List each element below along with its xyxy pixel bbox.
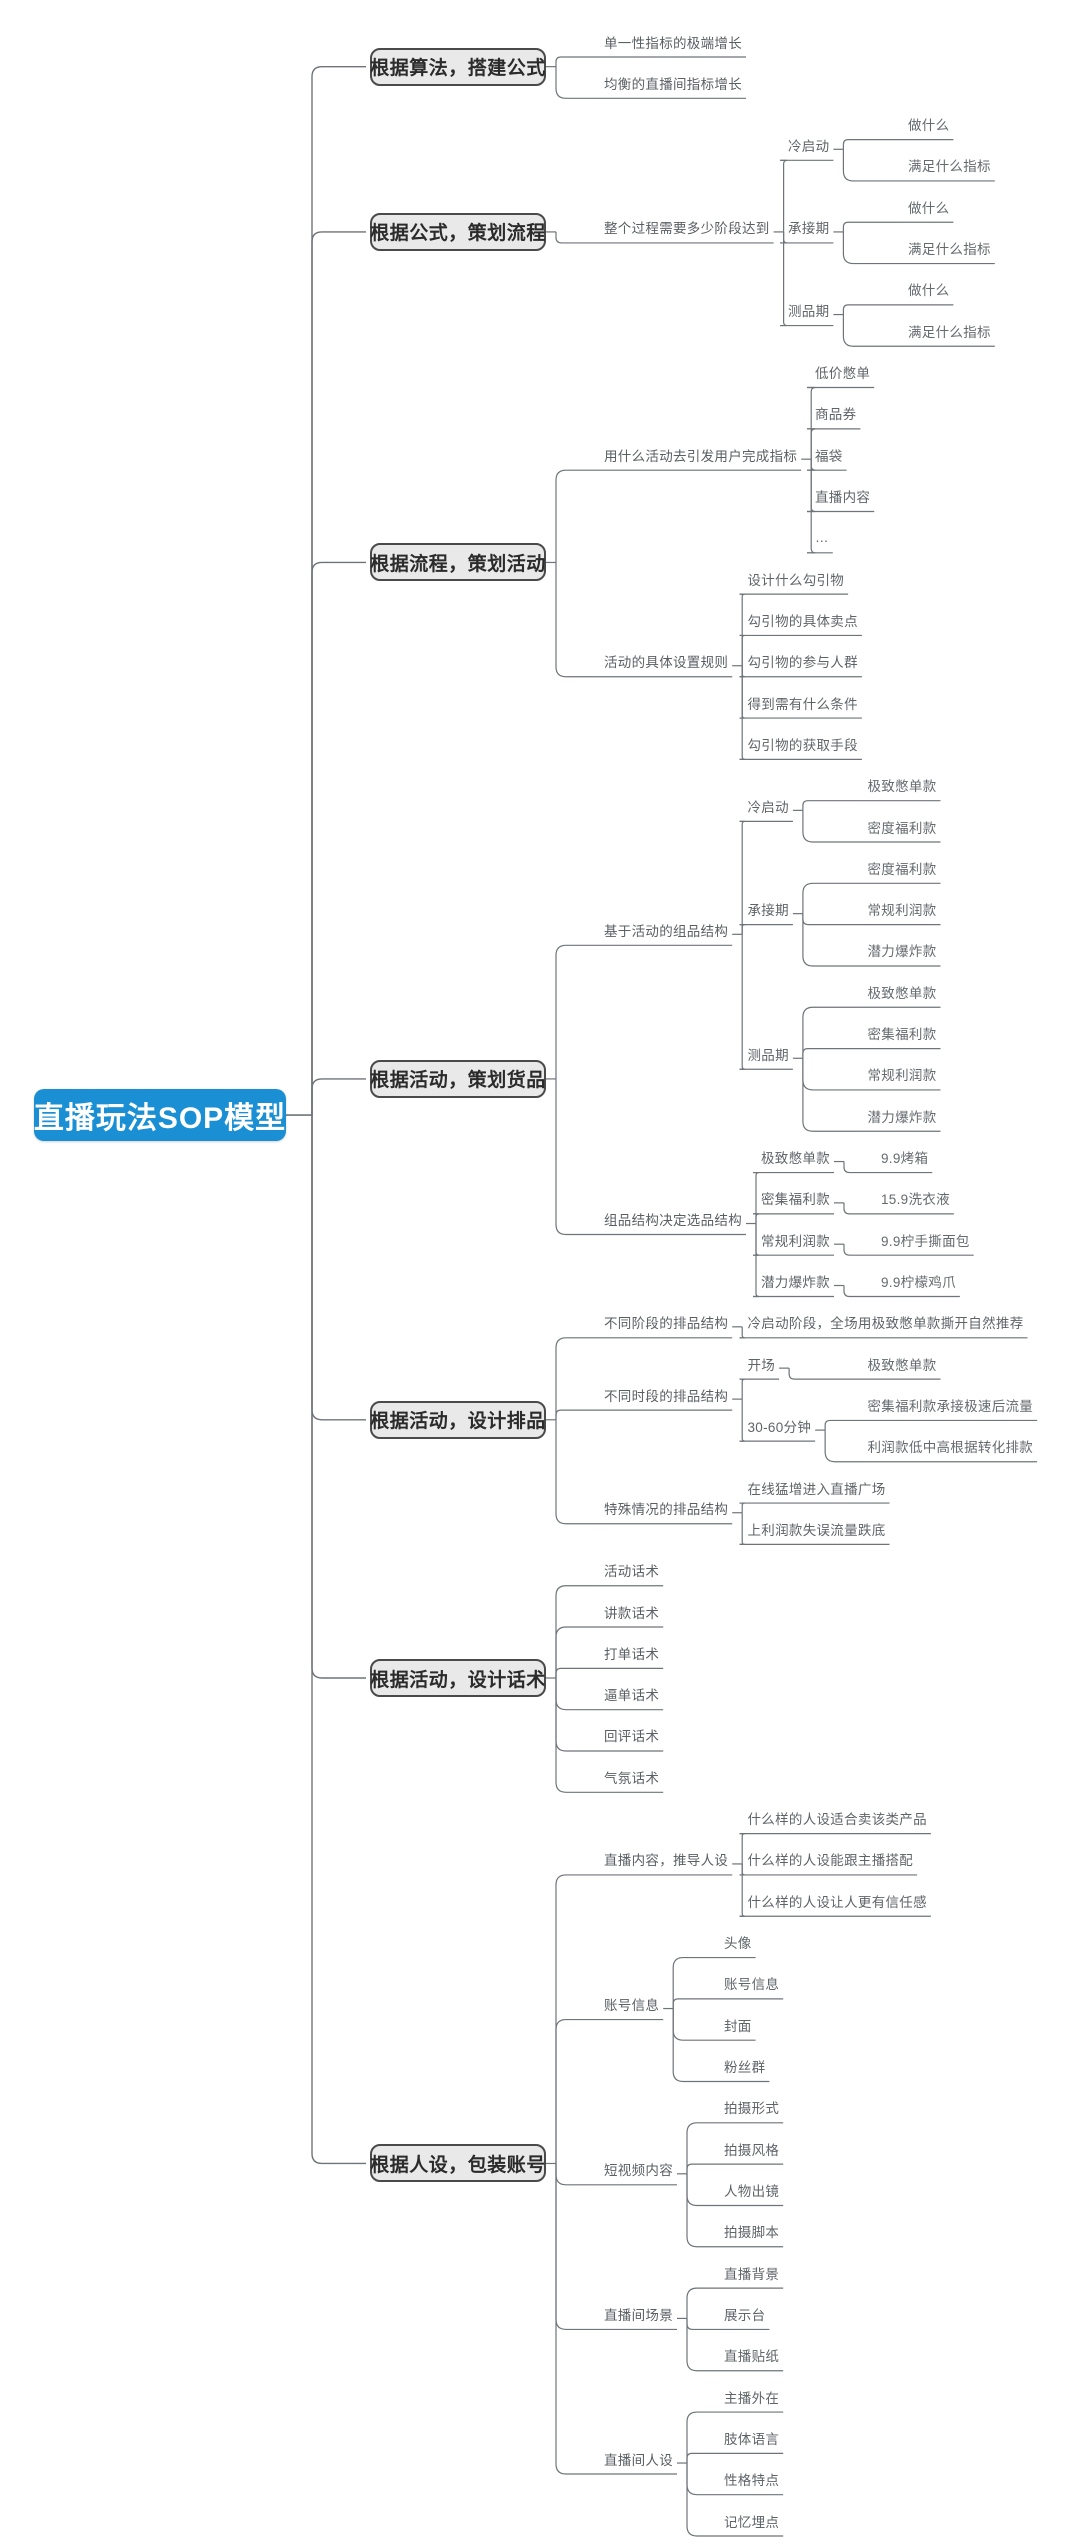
mindmap-leaf-node[interactable]: 开场 bbox=[747, 1357, 776, 1373]
mindmap-leaf-node[interactable]: 30-60分钟 bbox=[747, 1419, 812, 1435]
mindmap-root-node[interactable]: 直播玩法SOP模型 bbox=[34, 1089, 286, 1142]
mindmap-leaf-node[interactable]: 组品结构决定选品结构 bbox=[604, 1213, 742, 1229]
mindmap-leaf-node[interactable]: 冷启动 bbox=[788, 138, 830, 154]
mindmap-leaf-node[interactable]: 在线猛增进入直播广场 bbox=[747, 1481, 886, 1497]
mindmap-leaf-node[interactable]: 低价憋单 bbox=[815, 366, 871, 382]
mindmap-leaf-node[interactable]: 9.9烤箱 bbox=[881, 1151, 929, 1167]
mindmap-leaf-node[interactable]: 均衡的直播间指标增长 bbox=[604, 76, 742, 92]
mindmap-leaf-node[interactable]: 密集福利款承接极速后流量 bbox=[867, 1398, 1034, 1414]
mindmap-leaf-node[interactable]: 得到需有什么条件 bbox=[747, 696, 858, 712]
mindmap-leaf-node[interactable]: 拍摄风格 bbox=[724, 2142, 780, 2158]
mindmap-leaf-node[interactable]: 头像 bbox=[724, 1936, 752, 1952]
mindmap-leaf-node[interactable]: 测品期 bbox=[747, 1047, 789, 1063]
mindmap-leaf-node[interactable]: 账号信息 bbox=[724, 1977, 780, 1993]
mindmap-leaf-node[interactable]: 做什么 bbox=[908, 200, 950, 216]
mindmap-branch-node[interactable]: 根据算法，搭建公式 bbox=[370, 47, 546, 86]
mindmap-leaf-node[interactable]: 密集福利款 bbox=[761, 1192, 830, 1208]
mindmap-leaf-node[interactable]: 拍摄形式 bbox=[724, 2101, 780, 2117]
mindmap-branch-node[interactable]: 根据流程，策划活动 bbox=[370, 543, 546, 582]
mindmap-leaf-node[interactable]: 勾引物的具体卖点 bbox=[747, 613, 858, 629]
mindmap-leaf-node[interactable]: 满足什么指标 bbox=[908, 159, 991, 175]
mindmap-leaf-node[interactable]: 记忆埋点 bbox=[724, 2514, 780, 2530]
mindmap-leaf-node[interactable]: 展示台 bbox=[724, 2307, 766, 2323]
mindmap-leaf-node[interactable]: … bbox=[815, 529, 829, 545]
mindmap-leaf-node[interactable]: 什么样的人设让人更有信任感 bbox=[747, 1894, 927, 1910]
mindmap-leaf-node[interactable]: 气氛话术 bbox=[604, 1770, 660, 1786]
mindmap-leaf-node[interactable]: 肢体语言 bbox=[724, 2431, 780, 2447]
mindmap-leaf-node[interactable]: 承接期 bbox=[747, 903, 789, 919]
mindmap-leaf-node[interactable]: 人物出镜 bbox=[724, 2183, 780, 2199]
mindmap-leaf-node[interactable]: 整个过程需要多少阶段达到 bbox=[604, 221, 770, 237]
mindmap-leaf-node[interactable]: 直播间场景 bbox=[604, 2307, 673, 2323]
mindmap-leaf-node[interactable]: 直播内容，推导人设 bbox=[604, 1853, 729, 1869]
mindmap-leaf-node[interactable]: 9.9柠檬鸡爪 bbox=[881, 1275, 956, 1290]
mindmap-leaf-node[interactable]: 商品券 bbox=[815, 407, 857, 423]
mindmap-leaf-node[interactable]: 密度福利款 bbox=[867, 861, 937, 877]
mindmap-leaf-node[interactable]: 单一性指标的极端增长 bbox=[604, 35, 742, 51]
mindmap-leaf-node[interactable]: 极致憋单款 bbox=[867, 779, 937, 795]
mindmap-leaf-node[interactable]: 粉丝群 bbox=[724, 2060, 766, 2076]
mindmap-leaf-node[interactable]: 直播间人设 bbox=[604, 2452, 673, 2468]
mindmap-leaf-node[interactable]: 不同时段的排品结构 bbox=[604, 1388, 729, 1404]
mindmap-leaf-node[interactable]: 性格特点 bbox=[724, 2473, 780, 2489]
mindmap-leaf-node[interactable]: 常规利润款 bbox=[761, 1233, 830, 1249]
mindmap-leaf-node[interactable]: 潜力爆炸款 bbox=[867, 1109, 937, 1125]
mindmap-leaf-node[interactable]: 账号信息 bbox=[604, 1998, 660, 2014]
mindmap-leaf-node[interactable]: 极致憋单款 bbox=[867, 1357, 937, 1373]
mindmap-leaf-node[interactable]: 勾引物的参与人群 bbox=[747, 655, 858, 671]
mindmap-branch-node[interactable]: 根据人设，包装账号 bbox=[370, 2144, 546, 2183]
mindmap-leaf-node[interactable]: 做什么 bbox=[908, 283, 950, 299]
mindmap-leaf-node[interactable]: 基于活动的组品结构 bbox=[604, 923, 729, 939]
mindmap-leaf-node[interactable]: 满足什么指标 bbox=[908, 324, 991, 340]
mindmap-leaf-node[interactable]: 短视频内容 bbox=[604, 2163, 673, 2179]
mindmap-branch-node[interactable]: 根据活动，设计话术 bbox=[370, 1659, 546, 1697]
mindmap-branch-node[interactable]: 根据活动，设计排品 bbox=[370, 1400, 546, 1439]
mindmap-leaf-node[interactable]: 活动话术 bbox=[604, 1564, 660, 1580]
mindmap-leaf-node[interactable]: 直播背景 bbox=[724, 2266, 780, 2282]
mindmap-leaf-node[interactable]: 特殊情况的排品结构 bbox=[604, 1502, 729, 1518]
mindmap-leaf-node[interactable]: 15.9洗衣液 bbox=[881, 1192, 950, 1208]
mindmap-leaf-node[interactable]: 勾引物的获取手段 bbox=[747, 737, 858, 753]
mindmap-leaf-node[interactable]: 讲款话术 bbox=[604, 1605, 660, 1621]
mindmap-leaf-node[interactable]: 什么样的人设能跟主播搭配 bbox=[747, 1853, 914, 1869]
mindmap-leaf-node[interactable]: 密度福利款 bbox=[867, 820, 937, 836]
mindmap-leaf-node[interactable]: 常规利润款 bbox=[867, 903, 937, 919]
mindmap-leaf-node[interactable]: 做什么 bbox=[908, 118, 950, 134]
mindmap-leaf-node[interactable]: 设计什么勾引物 bbox=[747, 572, 845, 588]
mindmap-leaf-node[interactable]: 测品期 bbox=[788, 304, 830, 320]
mindmap-leaf-node[interactable]: 用什么活动去引发用户完成指标 bbox=[604, 448, 798, 464]
mindmap-leaf-node[interactable]: 福袋 bbox=[815, 448, 843, 464]
mindmap-leaf-node[interactable]: 逼单话术 bbox=[604, 1688, 660, 1704]
mindmap-leaf-node[interactable]: 直播贴纸 bbox=[724, 2349, 780, 2365]
mindmap-leaf-node[interactable]: 密集福利款 bbox=[867, 1027, 937, 1043]
mindmap-leaf-node[interactable]: 活动的具体设置规则 bbox=[604, 655, 729, 671]
mindmap-leaf-node[interactable]: 潜力爆炸款 bbox=[867, 944, 937, 960]
mindmap-leaf-node[interactable]: 9.9柠手撕面包 bbox=[881, 1233, 970, 1249]
mindmap-leaf-node[interactable]: 拍摄脚本 bbox=[724, 2225, 780, 2241]
mindmap-leaf-node[interactable]: 冷启动 bbox=[747, 799, 789, 815]
mindmap-leaf-node[interactable]: 利润款低中高根据转化排款 bbox=[867, 1440, 1034, 1456]
mindmap-leaf-node[interactable]: 常规利润款 bbox=[867, 1068, 937, 1084]
mindmap-leaf-node[interactable]: 极致憋单款 bbox=[761, 1151, 830, 1167]
mindmap-leaf-node[interactable]: 直播内容 bbox=[815, 489, 871, 505]
mindmap-leaf-node[interactable]: 极致憋单款 bbox=[867, 985, 937, 1001]
mindmap-leaf-node[interactable]: 打单话术 bbox=[604, 1646, 660, 1662]
mindmap-leaf-node[interactable]: 封面 bbox=[724, 2018, 752, 2034]
mindmap-leaf-node[interactable]: 回评话术 bbox=[604, 1729, 660, 1745]
mindmap-leaf-node[interactable]: 承接期 bbox=[788, 221, 830, 237]
mindmap-leaf-node[interactable]: 冷启动阶段，全场用极致憋单款撕开自然推荐 bbox=[747, 1316, 1024, 1332]
mindmap-branch-node[interactable]: 根据公式，策划流程 bbox=[370, 212, 546, 251]
mindmap-leaf-node[interactable]: 上利润款失误流量跌底 bbox=[747, 1522, 886, 1538]
mindmap-branch-node[interactable]: 根据活动，策划货品 bbox=[370, 1059, 546, 1098]
mindmap-leaf-node[interactable]: 潜力爆炸款 bbox=[761, 1275, 830, 1290]
mindmap-leaf-node[interactable]: 什么样的人设适合卖该类产品 bbox=[747, 1812, 927, 1828]
mindmap-leaf-node[interactable]: 主播外在 bbox=[724, 2390, 780, 2406]
mindmap-leaf-node[interactable]: 不同阶段的排品结构 bbox=[604, 1316, 729, 1332]
mindmap-leaf-node[interactable]: 满足什么指标 bbox=[908, 242, 991, 258]
